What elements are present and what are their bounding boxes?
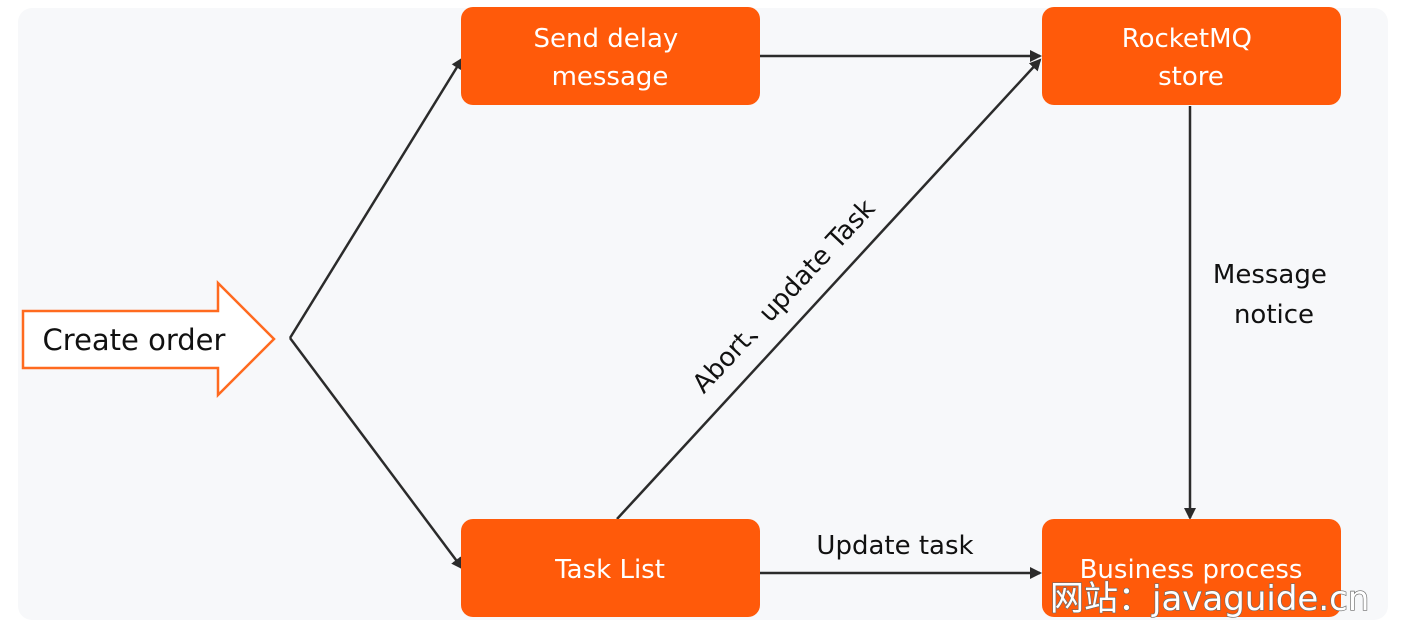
- create-order-arrow: Create order: [21, 279, 276, 399]
- node-send-delay-box: [461, 7, 760, 105]
- watermark: 网站：javaguide.cn: [1050, 579, 1369, 619]
- edge-label-message-notice-line-2: notice: [1234, 300, 1314, 330]
- node-rocketmq-line-2: store: [1158, 62, 1224, 92]
- create-order-arrow-shape: [21, 279, 276, 399]
- edge-label-message-notice-line-1: Message: [1213, 260, 1327, 290]
- node-business-box: [1042, 519, 1341, 617]
- node-task-list-label: Task List: [554, 555, 665, 585]
- node-rocketmq-box: [1042, 7, 1341, 105]
- node-send-delay-line-2: message: [552, 62, 669, 92]
- node-rocketmq-store: RocketMQ store: [1042, 7, 1341, 105]
- edge-task-list-to-rocketmq: [616, 58, 1042, 520]
- node-rocketmq-line-1: RocketMQ: [1122, 24, 1252, 54]
- node-task-list-box: [461, 519, 760, 617]
- edge-create-to-send-delay: [288, 57, 464, 339]
- node-send-delay-message: Send delay message: [461, 7, 760, 105]
- node-business-process: Business process: [1042, 519, 1341, 617]
- edge-label-update-task: Update task: [816, 531, 973, 561]
- node-task-list: Task List: [461, 519, 760, 617]
- svg-text:Send delay message: Send delay message: [533, 24, 686, 92]
- svg-text:Message notice: Message notice: [1213, 260, 1335, 330]
- svg-text:RocketMQ store: RocketMQ store: [1122, 24, 1261, 92]
- node-business-label: Business process: [1080, 555, 1303, 585]
- diagram-background: [18, 8, 1388, 620]
- create-order-label: Create order: [43, 323, 226, 357]
- node-send-delay-line-1: Send delay: [533, 24, 678, 54]
- edge-create-to-task-list: [288, 337, 464, 570]
